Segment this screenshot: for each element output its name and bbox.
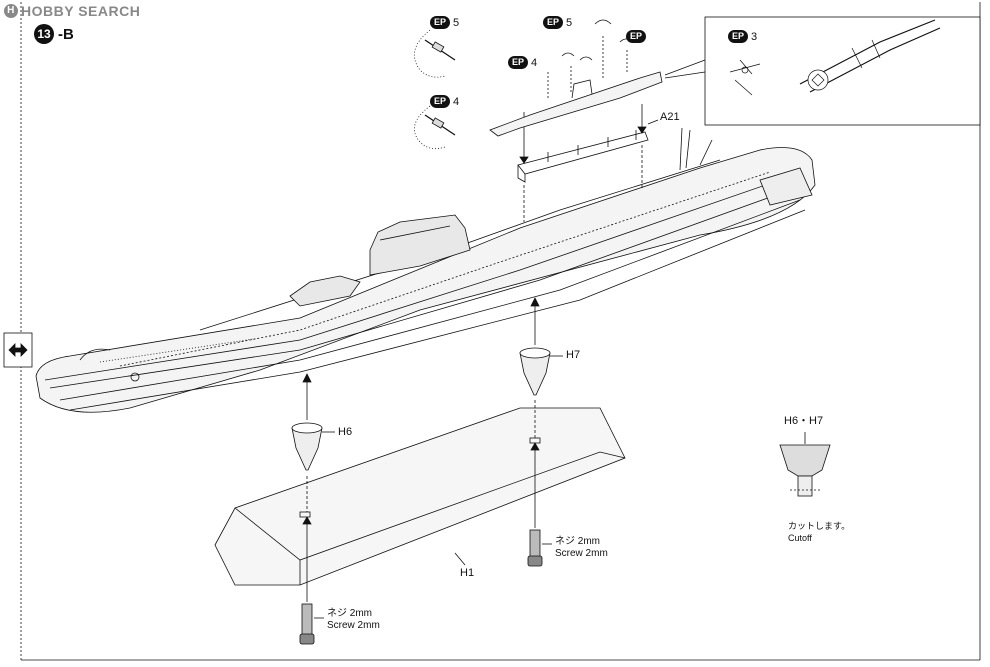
ep-label-boat-5: EP 5 xyxy=(543,16,572,29)
ep-badge: EP xyxy=(508,56,529,69)
screw-label-right: ネジ 2mm Screw 2mm xyxy=(555,536,608,560)
cutoff-label-jp: カットします。 xyxy=(788,521,851,531)
ep-number: 5 xyxy=(453,16,460,29)
screw-label-left: ネジ 2mm Screw 2mm xyxy=(327,608,380,632)
seaplane-part xyxy=(489,19,663,137)
cutoff-label: カットします。 Cutoff xyxy=(788,520,850,544)
ep-badge: EP xyxy=(626,30,647,43)
ep-badge: EP xyxy=(543,16,564,29)
screw-label-en: Screw 2mm xyxy=(327,620,380,631)
screw-label-jp: ネジ 2mm xyxy=(327,608,372,619)
detail-callout xyxy=(664,16,981,126)
step-heading: 13 -B xyxy=(34,24,74,44)
ep-label-boat: EP xyxy=(626,30,647,43)
ep-badge: EP xyxy=(430,16,451,29)
ep-number: 4 xyxy=(531,56,538,69)
ep-badge: EP xyxy=(430,95,451,108)
ep-label-boat-4: EP 4 xyxy=(508,56,537,69)
screw-left xyxy=(299,603,315,645)
screw-right xyxy=(527,529,543,567)
propeller-sketch-upper xyxy=(413,29,456,78)
ep-number: 5 xyxy=(566,16,573,29)
label-h6-h7: H6・H7 xyxy=(784,415,824,427)
step-suffix: -B xyxy=(58,25,74,43)
label-a21: A21 xyxy=(660,111,680,123)
label-h7: H7 xyxy=(566,349,581,361)
part-h7 xyxy=(519,347,551,396)
ep-number: 4 xyxy=(453,95,460,108)
propeller-sketch-lower xyxy=(413,105,456,150)
ep-label-prop-4: EP 4 xyxy=(430,95,459,108)
ep-label-prop-5: EP 5 xyxy=(430,16,459,29)
step-number-badge: 13 xyxy=(34,24,54,44)
label-h1: H1 xyxy=(460,567,475,579)
watermark-logo: H HOBBY SEARCH xyxy=(4,3,140,19)
screw-label-jp: ネジ 2mm xyxy=(555,536,600,547)
ep-number: 3 xyxy=(751,30,758,43)
ep-label-detail-3: EP 3 xyxy=(728,30,757,43)
ep-badge: EP xyxy=(728,30,749,43)
part-a21 xyxy=(517,130,649,183)
screw-label-en: Screw 2mm xyxy=(555,548,608,559)
label-h6: H6 xyxy=(338,426,353,438)
submarine-hull xyxy=(35,127,816,413)
cutoff-detail xyxy=(779,432,831,497)
watermark-text: HOBBY SEARCH xyxy=(21,3,141,19)
cutoff-label-en: Cutoff xyxy=(788,533,812,543)
part-h6 xyxy=(291,422,323,471)
watermark-badge-icon: H xyxy=(4,4,18,18)
side-tab xyxy=(3,332,33,368)
